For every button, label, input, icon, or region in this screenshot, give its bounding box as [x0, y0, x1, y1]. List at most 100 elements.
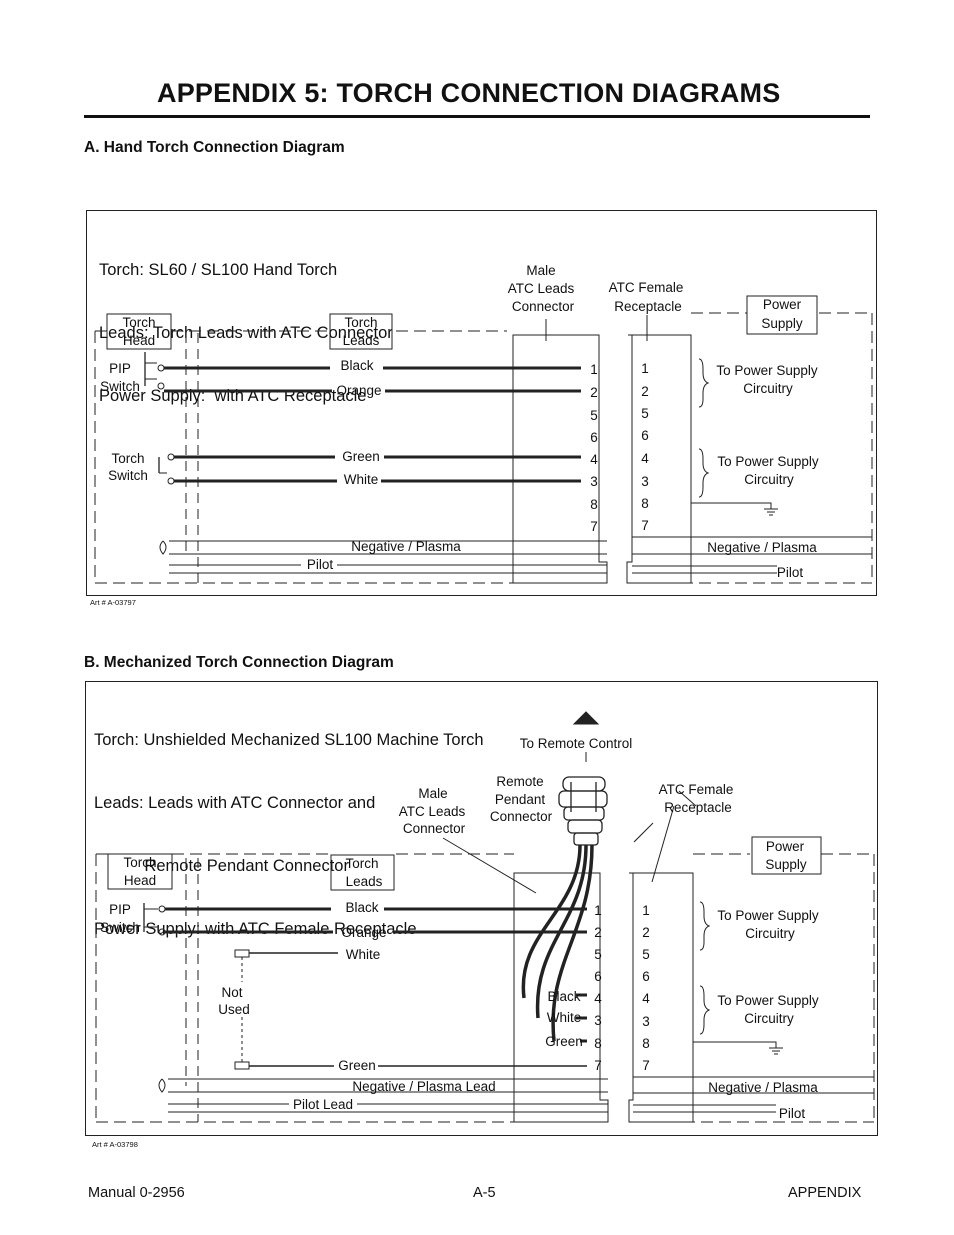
section-a-heading: A. Hand Torch Connection Diagram [84, 139, 345, 156]
pendant-wire-green-label: Green [545, 1034, 583, 1049]
female-pin: 1 [642, 903, 650, 918]
male-pin: 4 [590, 452, 598, 467]
torch-head-box [106, 313, 172, 350]
power-supply-label-2: Supply [765, 857, 807, 872]
male-pin: 1 [594, 903, 602, 918]
to-ps-label-2b: Circuitry [744, 1011, 794, 1026]
male-atc-label-2: ATC Leads [399, 804, 466, 819]
power-supply-box [751, 836, 822, 875]
male-pin: 2 [594, 925, 602, 940]
female-receptacle-shell [628, 872, 694, 1123]
not-used-label-1: Not [221, 985, 242, 1000]
to-ps-label-1a: To Power Supply [717, 908, 819, 923]
spec-torch: Torch: SL60 / SL100 Hand Torch [99, 261, 338, 279]
power-supply-box [746, 295, 818, 335]
diagram-b-svg: Torch Head Torch Leads Power Supply Male… [95, 711, 875, 1123]
brace-1 [698, 358, 710, 408]
neg-left-label: Negative / Plasma [351, 539, 461, 554]
female-pin: 6 [641, 428, 649, 443]
wire-orange-label: Orange [336, 383, 381, 398]
brace-2 [699, 985, 711, 1035]
diagram-b-frame: Torch: Unshielded Mechanized SL100 Machi… [85, 681, 878, 1136]
to-ps-label-2a: To Power Supply [717, 993, 819, 1008]
pip-switch-label-2: Switch [100, 379, 140, 394]
male-connector-shell [512, 334, 608, 584]
spec-torch: Torch: Unshielded Mechanized SL100 Machi… [94, 731, 484, 749]
female-receptacle-shell [626, 334, 692, 584]
male-pin: 6 [590, 430, 598, 445]
torch-head-box [107, 853, 173, 890]
negative-lead-right [633, 1076, 874, 1094]
negative-lead-left [169, 540, 607, 555]
male-pin: 7 [594, 1058, 602, 1073]
torch-switch-label-2: Switch [108, 468, 148, 483]
spec-leads-cont: Remote Pendant Connector [94, 857, 349, 875]
up-arrow-icon [572, 711, 600, 725]
remote-pendant-label-2: Pendant [495, 792, 546, 807]
male-pin: 3 [590, 474, 598, 489]
male-connector-shell [513, 872, 609, 1123]
female-pin: 3 [642, 1014, 650, 1029]
male-atc-label-3: Connector [403, 821, 466, 836]
torch-leads-box [329, 313, 393, 350]
atc-female-label-2: Receptacle [614, 299, 682, 314]
neg-left-label: Negative / Plasma Lead [352, 1079, 495, 1094]
torch-head-label-2: Head [124, 873, 156, 888]
wire-white-label: White [346, 947, 381, 962]
pilot-left-label: Pilot [307, 557, 334, 572]
pilot-left-label: Pilot Lead [293, 1097, 353, 1112]
footer-section: APPENDIX [788, 1185, 862, 1201]
male-pin: 5 [594, 947, 602, 962]
female-pin: 7 [641, 518, 649, 533]
female-pin: 4 [641, 451, 649, 466]
wire-green-label: Green [338, 1058, 376, 1073]
not-used-terminal-top [234, 949, 250, 958]
diagram-a-svg: Torch Head Torch Leads Power Supply Male… [94, 263, 873, 584]
male-pin: 6 [594, 969, 602, 984]
pilot-lead-right [632, 565, 777, 574]
page-title: APPENDIX 5: TORCH CONNECTION DIAGRAMS [157, 78, 781, 108]
male-pin: 8 [590, 497, 598, 512]
to-ps-label-1b: Circuitry [743, 381, 793, 396]
ground-line [693, 1041, 777, 1048]
torch-leads-box [330, 854, 395, 891]
diagram-a-frame: Torch: SL60 / SL100 Hand Torch Leads: To… [86, 210, 877, 596]
section-b-heading: B. Mechanized Torch Connection Diagram [84, 654, 394, 671]
neg-right-label: Negative / Plasma [707, 540, 817, 555]
pilot-lead-right [633, 1104, 776, 1113]
pendant-wire-black-label: Black [547, 989, 580, 1004]
pilot-right-label: Pilot [777, 565, 804, 580]
wire-white-label: White [344, 472, 379, 487]
spec-leads: Leads: Leads with ATC Connector and [94, 794, 376, 812]
wire-orange-label: Orange [341, 925, 386, 940]
remote-pendant-label-3: Connector [490, 809, 553, 824]
female-pin: 5 [642, 947, 650, 962]
spec-leads: Leads: Torch Leads with ATC Connector [99, 324, 393, 342]
negative-lead-left [168, 1078, 608, 1093]
atc-female-label-1: ATC Female [609, 280, 684, 295]
torch-leads-label-1: Torch [345, 856, 378, 871]
male-pin: 7 [590, 519, 598, 534]
torch-head-label-1: Torch [123, 855, 156, 870]
art-number-a: Art # A-03797 [90, 598, 136, 607]
to-ps-label-1b: Circuitry [745, 926, 795, 941]
pendant-wire-white-label: White [547, 1010, 582, 1025]
power-supply-label-1: Power [763, 297, 802, 312]
male-pin: 2 [590, 385, 598, 400]
atc-female-label-2: Receptacle [664, 800, 732, 815]
female-pin: 8 [642, 1036, 650, 1051]
power-supply-label-2: Supply [761, 316, 803, 331]
female-pin: 5 [641, 406, 649, 421]
wire-black-label: Black [345, 900, 378, 915]
wire-green-label: Green [342, 449, 380, 464]
not-used-label-2: Used [218, 1002, 250, 1017]
to-ps-label-2b: Circuitry [744, 472, 794, 487]
to-ps-label-1a: To Power Supply [716, 363, 818, 378]
pip-switch-label-1: PIP [109, 361, 131, 376]
torch-leads-label-2: Leads [346, 874, 383, 889]
torch-leads-label-1: Torch [344, 315, 377, 330]
male-pin: 3 [594, 1013, 602, 1028]
footer-page-number: A-5 [473, 1185, 496, 1201]
neg-right-label: Negative / Plasma [708, 1080, 818, 1095]
male-atc-label-1: Male [526, 263, 555, 278]
